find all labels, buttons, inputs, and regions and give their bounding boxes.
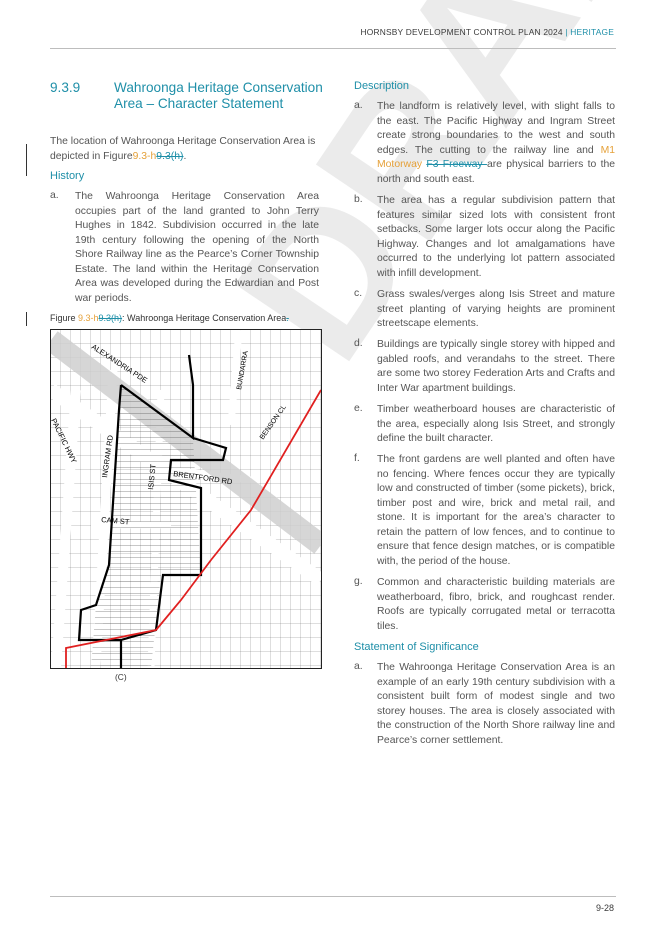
description-item-label: g. bbox=[354, 576, 363, 587]
description-item-text: The area has a regular subdivision patte… bbox=[377, 195, 615, 279]
description-heading: Description bbox=[354, 80, 410, 92]
description-item-label: e. bbox=[354, 403, 363, 414]
header-separator: | bbox=[562, 27, 571, 37]
change-bar bbox=[26, 144, 27, 176]
intro-paragraph: The location of Wahroonga Heritage Conse… bbox=[50, 135, 320, 164]
map-label: CAM ST bbox=[101, 515, 130, 526]
inserted-text: M1 Motorway bbox=[377, 144, 615, 171]
section-number: 9.3.9 bbox=[50, 80, 81, 95]
description-item-text: The landform is relatively level, with s… bbox=[377, 100, 615, 187]
page-header: HORNSBY DEVELOPMENT CONTROL PLAN 2024 | … bbox=[361, 27, 615, 37]
history-item-text: The Wahroonga Heritage Conservation Area… bbox=[75, 191, 319, 304]
header-rule bbox=[50, 48, 616, 49]
footer-rule bbox=[50, 896, 616, 897]
header-doc-title: HORNSBY DEVELOPMENT CONTROL PLAN 2024 bbox=[360, 27, 563, 37]
street-pacific-hwy bbox=[51, 389, 81, 668]
description-item-label: a. bbox=[354, 100, 363, 111]
significance-item-label: a. bbox=[354, 661, 363, 672]
description-item-text: Buildings are typically single storey wi… bbox=[377, 339, 615, 394]
figure-caption-text: : Wahroonga Heritage Conservation Area bbox=[122, 313, 287, 323]
figure-caption: Figure 9.3-h9.3(h): Wahroonga Heritage C… bbox=[50, 313, 289, 323]
description-item-label: f. bbox=[354, 453, 360, 464]
deleted-text: 9.3(h) bbox=[156, 150, 184, 162]
history-heading: History bbox=[50, 170, 85, 182]
description-item-text: The front gardens are well planted and o… bbox=[377, 454, 615, 567]
intro-text: The location of Wahroonga Heritage Conse… bbox=[50, 136, 316, 162]
desc-a-text-end: are physical barriers to the north and s… bbox=[377, 159, 616, 185]
map-label: ISIS ST bbox=[146, 463, 158, 490]
conservation-area-map: ALEXANDRIA PDE BUNDARRA BENSON CL INGRAM… bbox=[50, 329, 322, 669]
street-bundarra bbox=[227, 330, 243, 426]
inserted-text: 9.3-h bbox=[78, 313, 99, 323]
significance-heading: Statement of Significance bbox=[354, 641, 479, 653]
desc-a-text: The landform is relatively level, with s… bbox=[377, 101, 615, 156]
deleted-text: 9.3(h) bbox=[98, 313, 123, 323]
description-item-text: Grass swales/verges along Isis Street an… bbox=[377, 289, 615, 329]
history-item-label: a. bbox=[50, 190, 59, 201]
deleted-text: . bbox=[286, 313, 289, 323]
change-bar bbox=[26, 312, 27, 326]
map-copyright: (C) bbox=[115, 672, 127, 682]
intro-suffix: . bbox=[183, 150, 187, 162]
section-title: Wahroonga Heritage Conservation Area – C… bbox=[114, 80, 323, 111]
significance-item-text: The Wahroonga Heritage Conservation Area… bbox=[377, 662, 615, 746]
inserted-text: 9.3-h bbox=[132, 150, 157, 162]
header-chapter: HERITAGE bbox=[570, 27, 614, 37]
description-item-label: c. bbox=[354, 288, 363, 299]
conservation-lots bbox=[91, 385, 201, 668]
map-drawing: ALEXANDRIA PDE BUNDARRA BENSON CL INGRAM… bbox=[51, 330, 321, 668]
conservation-boundary bbox=[77, 354, 228, 668]
description-item-text: Timber weatherboard houses are character… bbox=[377, 404, 615, 444]
page-number: 9-28 bbox=[595, 903, 614, 913]
freeway-line bbox=[65, 389, 321, 668]
figure-prefix: Figure bbox=[50, 313, 79, 323]
description-item-label: d. bbox=[354, 338, 363, 349]
deleted-text: F3 Freeway bbox=[426, 159, 487, 170]
description-item-label: b. bbox=[354, 194, 363, 205]
description-item-text: Common and characteristic building mater… bbox=[377, 577, 615, 632]
